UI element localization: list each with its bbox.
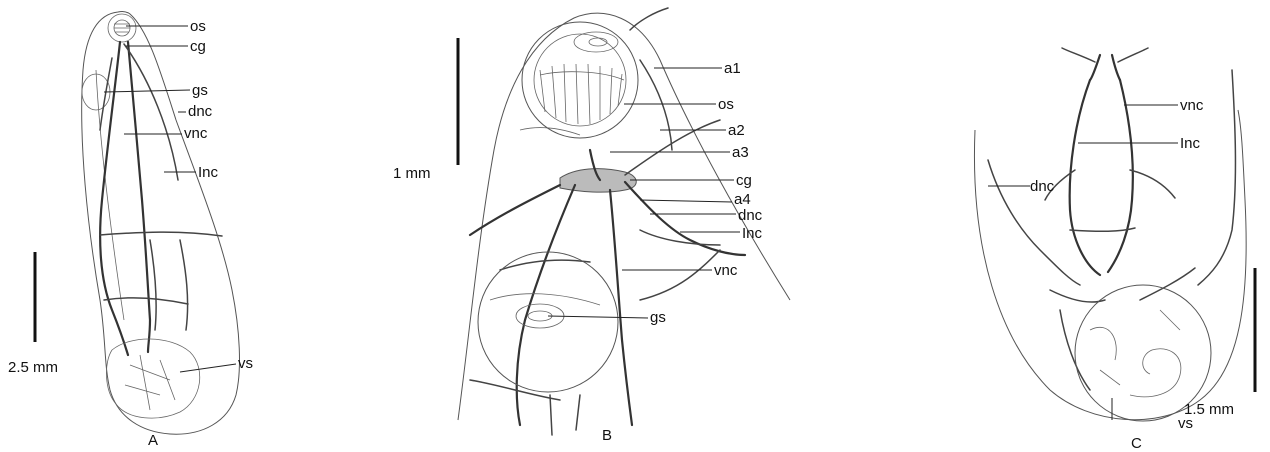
label-a-gs: gs [192,82,208,99]
label-c-inc: Inc [1180,135,1201,152]
panel-a-drawing [35,11,239,434]
label-b-inc: Inc [742,225,763,242]
label-b-a1: a1 [724,60,741,77]
label-a-vnc: vnc [184,125,208,142]
label-c-dnc: dnc [1030,178,1055,195]
label-c-vnc: vnc [1180,97,1204,114]
label-a-os: os [190,18,206,35]
label-a-cg: cg [190,38,206,55]
label-b-dnc: dnc [738,207,763,224]
label-a-dnc: dnc [188,103,213,120]
scale-label-c: 1.5 mm [1184,401,1234,418]
panel-label-a: A [148,432,158,449]
label-a-inc: Inc [198,164,219,181]
label-b-vnc: vnc [714,262,738,279]
panel-c-drawing [974,48,1255,421]
scale-label-b: 1 mm [393,165,431,182]
label-a-vs: vs [238,355,253,372]
scale-label-a: 2.5 mm [8,359,58,376]
label-b-os: os [718,96,734,113]
label-b-a2: a2 [728,122,745,139]
label-b-cg: cg [736,172,752,189]
label-b-a3: a3 [732,144,749,161]
panel-label-c: C [1131,435,1142,452]
panel-label-b: B [602,427,612,444]
label-b-a4: a4 [734,191,751,208]
label-b-gs: gs [650,309,666,326]
